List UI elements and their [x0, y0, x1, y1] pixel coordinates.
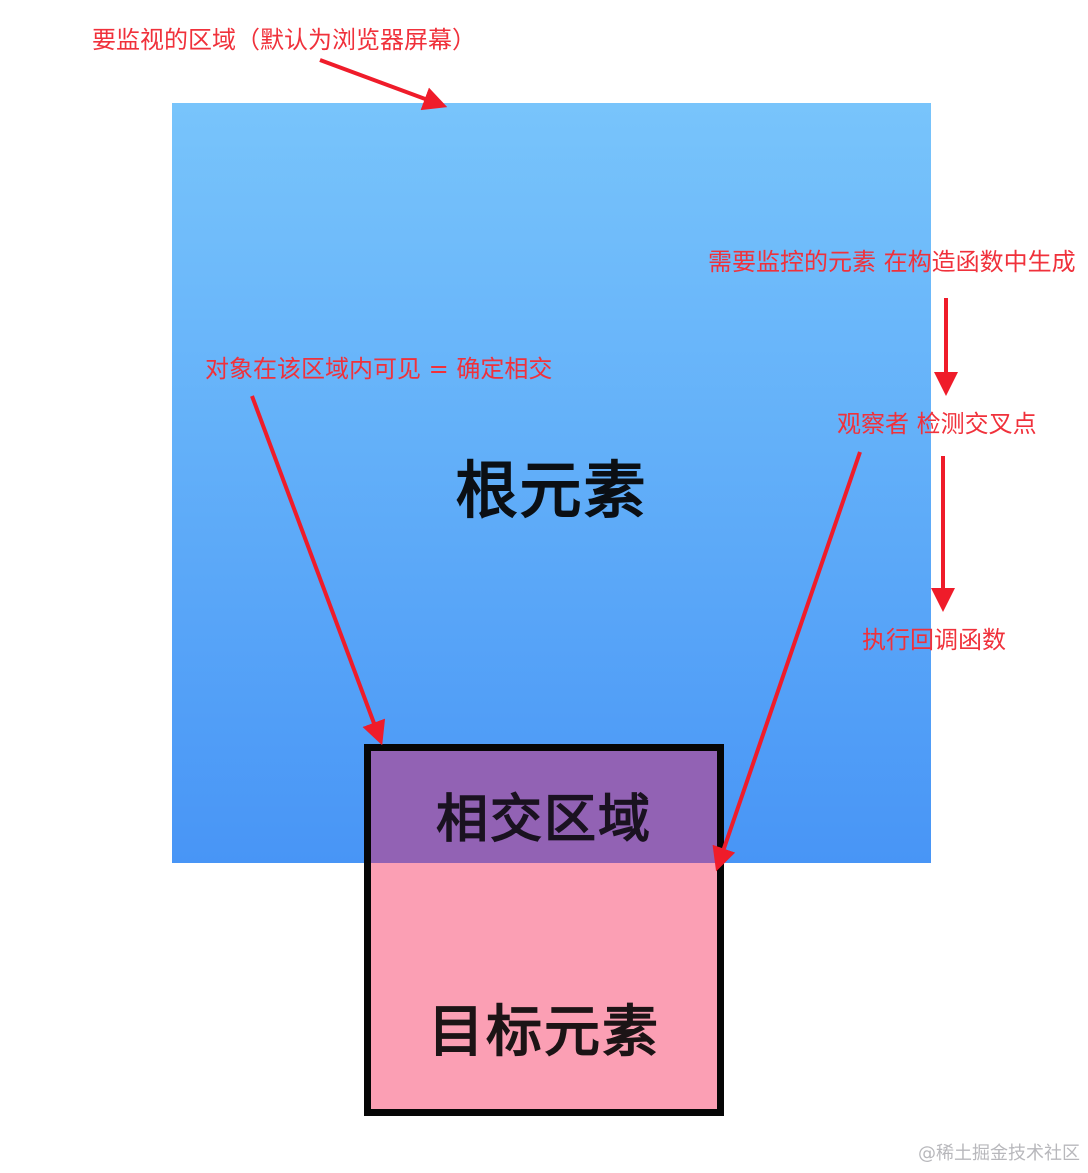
intersection-area: 相交区域: [371, 751, 717, 863]
intersection-label: 相交区域: [435, 790, 652, 850]
watermark: @稀土掘金技术社区: [918, 1143, 1080, 1164]
target-element-label: 目标元素: [428, 1000, 660, 1065]
annotation-visible-intersect: 对象在该区域内可见 = 确定相交: [205, 355, 553, 383]
annotation-callback: 执行回调函数: [862, 626, 1006, 654]
annotation-observer: 观察者 检测交叉点: [837, 410, 1037, 438]
target-element-box: 相交区域 目标元素: [364, 744, 724, 1116]
annotation-monitored-region: 要监视的区域（默认为浏览器屏幕）: [92, 26, 476, 54]
root-element-label: 根元素: [455, 454, 648, 527]
annotation-constructor: 需要监控的元素 在构造函数中生成: [708, 248, 1076, 276]
arrow-to-root-top: [319, 58, 448, 111]
